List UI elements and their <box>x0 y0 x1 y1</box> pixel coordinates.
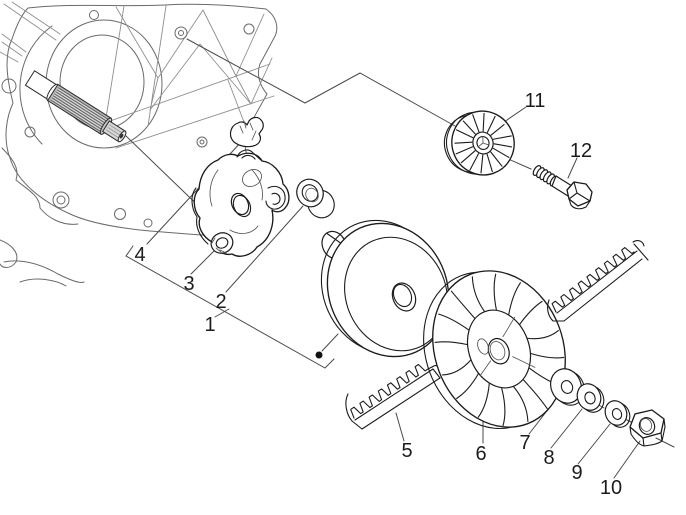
group1-dot <box>315 351 323 359</box>
bolt-head-facets <box>568 181 591 210</box>
fan-pulley <box>423 270 566 430</box>
clip <box>229 116 264 148</box>
fan-hub-hole-depth <box>489 341 506 361</box>
ramp-plate-boss-hatch <box>211 237 227 254</box>
part-label-1: 1 <box>204 314 215 336</box>
crankcase-flange-arc <box>19 25 53 145</box>
part-label-8: 8 <box>543 447 554 469</box>
washer-7 <box>550 368 585 406</box>
leader-11 <box>503 106 527 123</box>
washer-7-hole <box>560 380 574 394</box>
part-label-10: 10 <box>600 477 622 499</box>
ramp-plate-pad <box>242 169 262 187</box>
clip-detail <box>239 120 257 141</box>
washer-8 <box>576 383 605 413</box>
roller-pulley <box>443 110 515 176</box>
shaft-center-hole <box>119 133 124 139</box>
leader-2 <box>225 205 304 293</box>
crankcase-lug <box>0 239 18 268</box>
part-labels: 1 2 3 4 5 6 7 8 9 10 11 12 <box>134 90 622 499</box>
disc-hole-depth <box>392 283 413 308</box>
drive-shaft <box>24 70 127 143</box>
leader-1 <box>214 308 230 318</box>
bushing <box>296 178 335 219</box>
shaft-spline-hatch-light <box>51 88 108 131</box>
washer-9-face <box>604 400 628 426</box>
crankcase-lower-casting <box>1 147 79 225</box>
fan-fins <box>434 273 565 427</box>
part-label-9: 9 <box>571 462 582 484</box>
ramp-plate-center-hole <box>230 192 250 216</box>
ramp-plate-hole-depth <box>232 194 252 218</box>
part-label-11: 11 <box>525 90 546 112</box>
fan-plate-ribs <box>479 316 536 376</box>
disc-face <box>326 222 450 358</box>
group1-bracket-line <box>125 245 335 369</box>
belt-right-back-edge <box>556 250 643 322</box>
crankcase-bottom-edge <box>3 260 85 287</box>
bolt <box>532 165 593 210</box>
part-label-4: 4 <box>134 244 145 266</box>
bushing-bore <box>301 184 319 202</box>
bushing-face <box>296 178 324 208</box>
nut-hole-depth <box>639 418 653 432</box>
part-label-2: 2 <box>215 291 226 313</box>
part-label-3: 3 <box>183 273 194 295</box>
crankcase-corner-hatch <box>0 1 61 63</box>
ramp-plate-accents <box>209 169 263 234</box>
roller-hub-bore <box>476 136 490 150</box>
movable-half-pulley <box>320 219 450 358</box>
washer-7-face <box>550 368 582 404</box>
ramp-plate <box>191 149 290 257</box>
nut-bottom <box>629 418 666 447</box>
crankcase-bolt-holes <box>1 10 255 228</box>
crankcase-web-ribs <box>95 5 275 149</box>
part-label-7: 7 <box>519 432 530 454</box>
group1-dot-leader <box>321 333 339 352</box>
ramp-plate-rim <box>191 187 209 245</box>
leader-12 <box>567 157 578 179</box>
bushing-bore-depth <box>305 187 319 203</box>
part-label-5: 5 <box>401 440 412 462</box>
belt-section-left <box>345 363 441 430</box>
ramp-plate-roller-pocket <box>265 185 286 210</box>
belt-left-teeth <box>350 363 433 419</box>
leader-5 <box>395 412 405 442</box>
leader-8 <box>550 408 583 449</box>
part-label-6: 6 <box>475 443 486 465</box>
leader-10 <box>613 440 641 479</box>
fan-plate-slot <box>477 338 489 355</box>
part-label-12: 12 <box>570 140 592 162</box>
belt-section-right <box>547 240 649 322</box>
roller-hub-spokes <box>477 136 490 148</box>
washer-8-hole <box>584 391 596 405</box>
disc-cone-edge <box>344 236 448 352</box>
belt-left-end-cut <box>345 365 441 430</box>
shaft-spline-hatch-dark <box>50 87 109 132</box>
washer-9-hole <box>611 408 623 420</box>
belt-left-back-edge <box>354 368 441 430</box>
shaft-tip-hatch <box>105 124 123 139</box>
bolt-thread-coils <box>532 165 559 187</box>
ramp-plate-top-tab <box>236 149 263 162</box>
ramp-plate-slider-boss-face <box>215 237 229 249</box>
belt-right-end-cut <box>547 240 649 322</box>
washer-8-face <box>576 383 602 411</box>
nut <box>629 409 666 447</box>
crankcase <box>0 1 278 287</box>
roller-fins <box>454 112 513 174</box>
washer-9 <box>604 400 631 428</box>
belt-right-teeth <box>551 247 635 313</box>
leader-9 <box>577 423 611 465</box>
clip-body <box>229 116 264 148</box>
